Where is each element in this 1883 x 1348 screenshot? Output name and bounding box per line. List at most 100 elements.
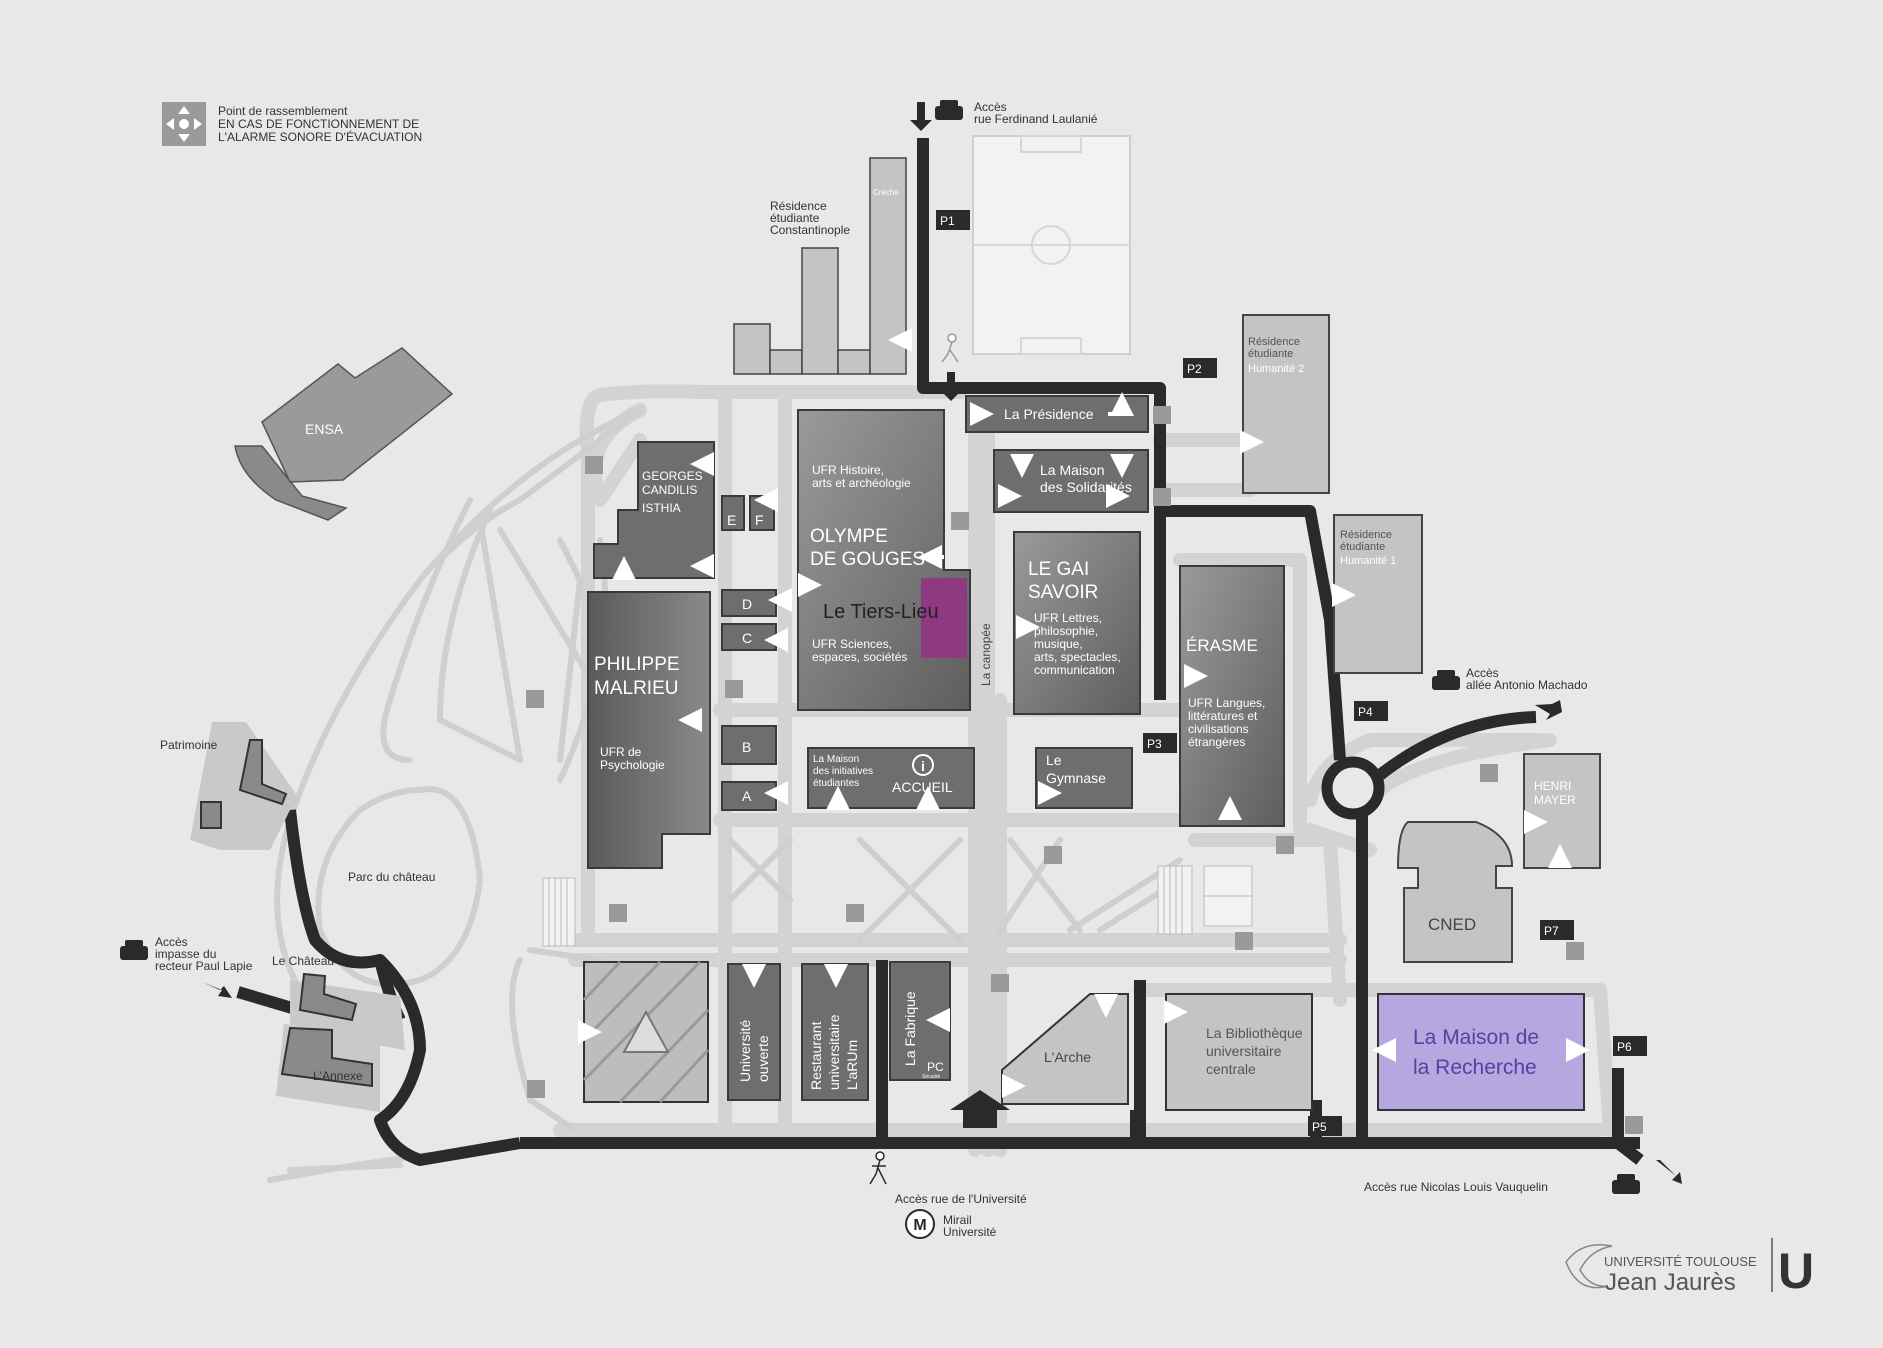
roundabout <box>1321 756 1385 820</box>
label-gai-ufr: arts, spectacles, <box>1034 650 1121 664</box>
building-a[interactable]: A <box>721 781 777 811</box>
access-arrows <box>202 102 1682 1184</box>
label-malrieu-ufr: UFR de <box>600 745 642 759</box>
label-restaurant: universitaire <box>826 1014 842 1090</box>
access-label: Accès rue Nicolas Louis Vauquelin <box>1364 1180 1548 1194</box>
svg-text:i: i <box>921 758 925 774</box>
label-erasme-ufr: civilisations <box>1188 722 1249 736</box>
building-gymnase[interactable]: Le Gymnase <box>1035 747 1133 809</box>
label-bibliotheque: La Bibliothèque <box>1206 1025 1303 1041</box>
building-maison-recherche[interactable]: La Maison de la Recherche <box>1377 993 1585 1111</box>
access-label: rue Ferdinand Laulanié <box>974 112 1098 126</box>
label-le-chateau: Le Château <box>272 954 334 968</box>
building-e[interactable]: E <box>721 495 745 531</box>
metro-label: Université <box>943 1225 997 1239</box>
label-d: D <box>742 596 752 612</box>
label-olympe-ufr: UFR Histoire, <box>812 463 884 477</box>
building-larche[interactable]: L'Arche <box>1001 993 1129 1105</box>
info-icon <box>912 754 934 776</box>
label-olympe-ufr: arts et archéologie <box>812 476 911 490</box>
label-e: E <box>727 512 736 528</box>
building-cned[interactable]: CNED <box>1396 821 1514 963</box>
building-philippe-malrieu[interactable]: PHILIPPE MALRIEU UFR de Psychologie <box>587 591 711 869</box>
construction-site[interactable] <box>582 960 710 1104</box>
tiers-lieu-highlight[interactable] <box>921 578 967 658</box>
access-labels: Accès rue Ferdinand Laulanié Accès allée… <box>120 100 1640 1239</box>
car-icon <box>1432 670 1460 690</box>
label-candilis: ISTHIA <box>642 501 681 515</box>
construction-icon <box>622 1009 670 1053</box>
building-olympe-de-gouges[interactable]: UFR Histoire, arts et archéologie OLYMPE… <box>797 409 971 711</box>
building-c[interactable]: C <box>721 623 777 651</box>
logo-mark: U <box>1778 1243 1814 1299</box>
legend-text: Point de rassemblement <box>218 104 348 118</box>
main-entrance-arrow[interactable] <box>950 1090 1010 1128</box>
pedestrian-icon <box>941 333 959 363</box>
residence-humanite-2[interactable]: Résidence étudiante Humanité 2 <box>1242 314 1330 494</box>
label-gai-ufr: philosophie, <box>1034 624 1098 638</box>
building-restaurant[interactable]: Restaurant universitaire L'aRUm <box>801 963 869 1101</box>
building-erasme[interactable]: ÉRASME UFR Langues, littératures et civi… <box>1179 565 1285 827</box>
label-humanite2: étudiante <box>1248 348 1293 360</box>
label-bibliotheque: universitaire <box>1206 1043 1282 1059</box>
label-tiers-lieu: Le Tiers-Lieu <box>823 601 939 623</box>
building-universite-ouverte[interactable]: Université ouverte <box>727 963 781 1101</box>
parking-p1: P1 <box>940 214 955 228</box>
access-label: allée Antonio Machado <box>1466 678 1588 692</box>
label-fabrique: La Fabrique <box>902 991 918 1066</box>
car-icon <box>1612 1174 1640 1194</box>
label-constantinople: Résidence <box>770 199 827 213</box>
label-f: F <box>755 512 764 528</box>
label-olympe-sci: UFR Sciences, <box>812 637 892 651</box>
label-patrimoine: Patrimoine <box>160 738 218 752</box>
label-cned: CNED <box>1428 915 1476 934</box>
diagonal-walkways <box>727 837 1183 943</box>
label-pc: PC <box>927 1060 944 1074</box>
access-label: Accès <box>1466 666 1499 680</box>
building-ensa[interactable]: ENSA <box>234 347 454 521</box>
building-d[interactable]: D <box>721 589 777 617</box>
building-patrimoine[interactable]: Patrimoine <box>160 722 300 850</box>
parking-p7: P7 <box>1544 924 1559 938</box>
label-malrieu-ufr: Psychologie <box>600 758 665 772</box>
label-initiatives: étudiantes <box>813 778 859 789</box>
building-maison-solidarites[interactable]: La Maison des Solidarités <box>993 449 1149 513</box>
label-gai-ufr: communication <box>1034 663 1115 677</box>
logo-text-top: UNIVERSITÉ TOULOUSE <box>1604 1254 1757 1269</box>
label-presidence: La Présidence <box>1004 406 1094 422</box>
legend-text: EN CAS DE FONCTIONNEMENT DE <box>218 117 419 131</box>
parking-labels: P1 P2 P3 P4 P5 P6 P7 <box>936 210 1647 1136</box>
access-label: recteur Paul Lapie <box>155 959 253 973</box>
label-restaurant: Restaurant <box>808 1021 824 1090</box>
label-univ-ouverte: ouverte <box>755 1035 771 1082</box>
building-bibliotheque[interactable]: La Bibliothèque universitaire centrale <box>1165 993 1313 1111</box>
label-constantinople: Constantinople <box>770 223 850 237</box>
legend: Point de rassemblement EN CAS DE FONCTIO… <box>162 102 422 146</box>
building-accueil[interactable]: La Maison des initiatives étudiantes i A… <box>807 747 975 809</box>
car-icon <box>120 940 148 960</box>
label-erasme-ufr: UFR Langues, <box>1188 696 1265 710</box>
sports-courts <box>542 865 1253 947</box>
label-recherche: la Recherche <box>1413 1056 1537 1079</box>
label-lannexe: L'Annexe <box>313 1069 363 1083</box>
building-b[interactable]: B <box>721 725 777 765</box>
pedestrian-icon <box>869 1151 887 1185</box>
label-solidarites: La Maison <box>1040 462 1105 478</box>
access-label: impasse du <box>155 947 216 961</box>
building-lannexe[interactable]: L'Annexe <box>276 1024 380 1112</box>
university-logo: UNIVERSITÉ TOULOUSE Jean Jaurès U <box>1565 1238 1814 1299</box>
parking-p4: P4 <box>1358 705 1373 719</box>
label-humanite2: Humanité 2 <box>1248 363 1304 375</box>
entrance-arrows <box>578 328 1590 1098</box>
building-georges-candilis[interactable]: GEORGES CANDILIS ISTHIA <box>593 441 715 579</box>
label-gai-ufr: UFR Lettres, <box>1034 611 1102 625</box>
label-olympe: OLYMPE <box>810 526 888 547</box>
building-henri-mayer[interactable]: HENRI MAYER <box>1523 753 1601 869</box>
label-olympe: DE GOUGES <box>810 549 925 570</box>
label-humanite1: étudiante <box>1340 541 1385 553</box>
roads <box>236 138 1644 1166</box>
building-le-gai-savoir[interactable]: LE GAI SAVOIR UFR Lettres, philosophie, … <box>1013 531 1141 715</box>
car-icon <box>935 100 963 120</box>
residence-humanite-1[interactable]: Résidence étudiante Humanité 1 <box>1333 514 1423 674</box>
